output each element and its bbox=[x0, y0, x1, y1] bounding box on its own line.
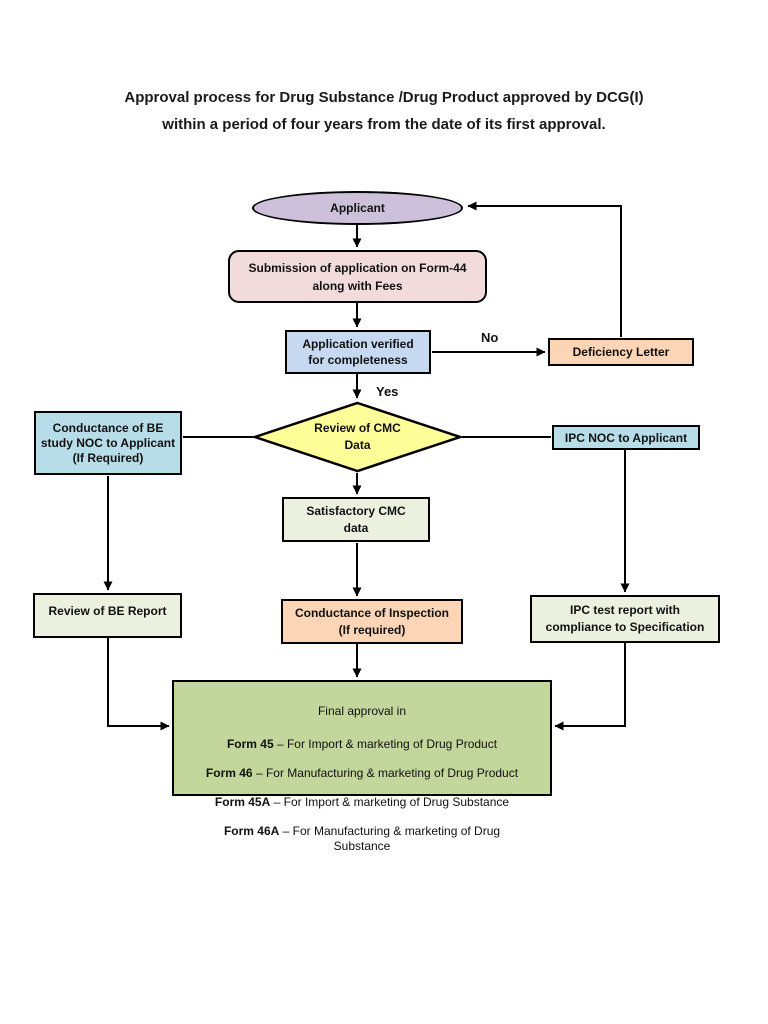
node-application-verified: Application verified for completeness bbox=[285, 330, 431, 374]
node-submission-label: Submission of application on Form-44 alo… bbox=[248, 260, 467, 293]
node-inspection: Conductance of Inspection (If required) bbox=[281, 599, 463, 644]
node-submission: Submission of application on Form-44 alo… bbox=[228, 250, 487, 303]
node-satisfactory-cmc-label: Satisfactory CMC data bbox=[306, 503, 406, 535]
title-line-1: Approval process for Drug Substance /Dru… bbox=[124, 89, 644, 106]
node-applicant: Applicant bbox=[252, 191, 463, 225]
form-46-desc: – For Manufacturing & marketing of Drug … bbox=[252, 765, 519, 780]
node-deficiency-letter: Deficiency Letter bbox=[548, 338, 694, 366]
node-ipc-noc: IPC NOC to Applicant bbox=[552, 425, 700, 450]
form-45-label: Form 45 bbox=[226, 736, 274, 751]
node-review-be-report: Review of BE Report bbox=[33, 593, 182, 638]
final-approval-form-45: Form 45 – For Import & marketing of Drug… bbox=[174, 737, 550, 752]
node-review-be-report-label: Review of BE Report bbox=[48, 604, 167, 618]
node-applicant-label: Applicant bbox=[330, 201, 385, 215]
node-application-verified-label: Application verified for completeness bbox=[302, 337, 414, 367]
node-inspection-label: Conductance of Inspection (If required) bbox=[294, 605, 449, 637]
final-approval-form-46: Form 46 – For Manufacturing & marketing … bbox=[174, 766, 550, 781]
node-review-cmc-diamond: Review of CMC Data bbox=[252, 401, 463, 473]
form-46a-desc: – For Manufacturing & marketing of Drug … bbox=[282, 824, 501, 853]
diamond-shape bbox=[252, 401, 463, 473]
node-final-approval: Final approval in Form 45 – For Import &… bbox=[172, 680, 552, 853]
node-be-study-noc: Conductance of BE study NOC to Applicant… bbox=[34, 411, 182, 475]
node-satisfactory-cmc: Satisfactory CMC data bbox=[282, 497, 430, 542]
node-ipc-test-report: IPC test report with compliance to Speci… bbox=[530, 595, 720, 643]
node-review-cmc-label: Review of CMC Data bbox=[314, 421, 401, 452]
edge-label-no: No bbox=[481, 330, 499, 345]
arrow-ipc-test-to-final bbox=[554, 643, 626, 731]
final-approval-form-45a: Form 45A – For Import & marketing of Dru… bbox=[174, 795, 550, 810]
final-approval-heading: Final approval in bbox=[317, 703, 407, 718]
arrow-deficiency-to-applicant bbox=[467, 201, 622, 337]
node-deficiency-letter-label: Deficiency Letter bbox=[572, 345, 670, 359]
form-45a-label: Form 45A bbox=[214, 795, 271, 810]
arrow-be-report-to-final bbox=[107, 638, 170, 731]
form-46a-label: Form 46A bbox=[223, 824, 280, 839]
form-46-label: Form 46 bbox=[205, 765, 253, 780]
node-ipc-noc-label: IPC NOC to Applicant bbox=[564, 430, 688, 445]
edge-label-yes: Yes bbox=[376, 384, 399, 399]
diamond-polygon bbox=[252, 401, 463, 473]
final-approval-form-46a: Form 46A – For Manufacturing & marketing… bbox=[174, 824, 550, 853]
title-line-2: within a period of four years from the d… bbox=[162, 116, 606, 133]
node-be-study-noc-label: Conductance of BE study NOC to Applicant… bbox=[40, 420, 176, 465]
form-45a-desc: – For Import & marketing of Drug Substan… bbox=[270, 795, 510, 810]
form-45-desc: – For Import & marketing of Drug Product bbox=[273, 736, 498, 751]
page-title: Approval process for Drug Substance /Dru… bbox=[0, 84, 768, 138]
node-ipc-test-report-label: IPC test report with compliance to Speci… bbox=[545, 603, 705, 634]
